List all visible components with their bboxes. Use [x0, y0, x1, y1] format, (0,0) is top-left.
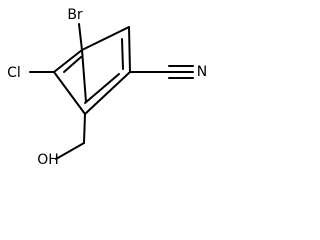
- ring-bond-a5-a6: [53, 49, 83, 73]
- hydroxymethyl-bond-2: [55, 142, 85, 160]
- ring-bond-a1-a2: [81, 26, 130, 51]
- ring-bond-a2-a3: [128, 26, 131, 73]
- molecule-diagram: Br Cl N OH: [7, 7, 208, 168]
- ring-bond-a3-a4: [84, 71, 131, 115]
- hydroxymethyl-bond-1: [83, 113, 86, 144]
- bromine-label: Br: [67, 7, 83, 23]
- ring-double-bond-3: [84, 73, 120, 104]
- bromine-bond: [78, 23, 83, 51]
- structure-svg: Br Cl N OH: [7, 7, 207, 168]
- nitrogen-label: N: [197, 64, 207, 80]
- ring-bond-a4-a5: [53, 71, 86, 115]
- ring-double-bond-1: [121, 38, 124, 70]
- ring-bond-a6-a1: [81, 49, 87, 103]
- hydroxyl-label: OH: [37, 152, 59, 168]
- chlorine-label: Cl: [7, 65, 21, 81]
- ring-double-bond-2: [63, 56, 82, 73]
